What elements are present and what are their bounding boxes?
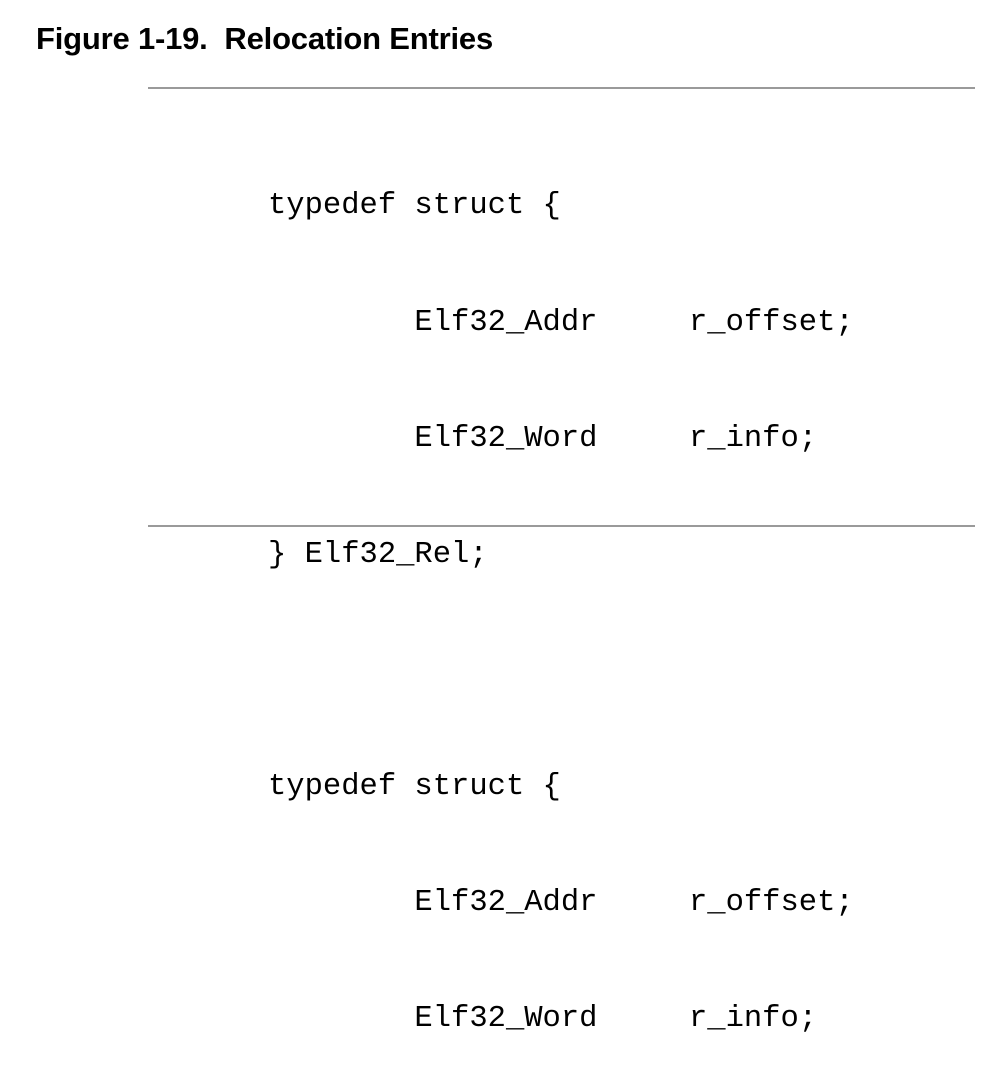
code-line-blank [268,652,968,691]
code-line: } Elf32_Rel; [268,537,488,572]
figure-bottom-rule [148,525,975,527]
code-line: Elf32_Word r_info; [268,421,818,456]
figure-container: Figure 1-19. Relocation Entries typedef … [36,21,975,1037]
code-line: typedef struct { [268,189,561,224]
figure-caption: Figure 1-19. Relocation Entries [36,21,493,56]
code-line: typedef struct { [268,769,561,804]
code-listing: typedef struct { Elf32_Addr r_offset; El… [268,110,968,1092]
code-line: Elf32_Word r_info; [268,1002,818,1037]
figure-top-rule [148,87,975,89]
code-line: Elf32_Addr r_offset; [268,886,854,921]
code-line: Elf32_Addr r_offset; [268,305,854,340]
